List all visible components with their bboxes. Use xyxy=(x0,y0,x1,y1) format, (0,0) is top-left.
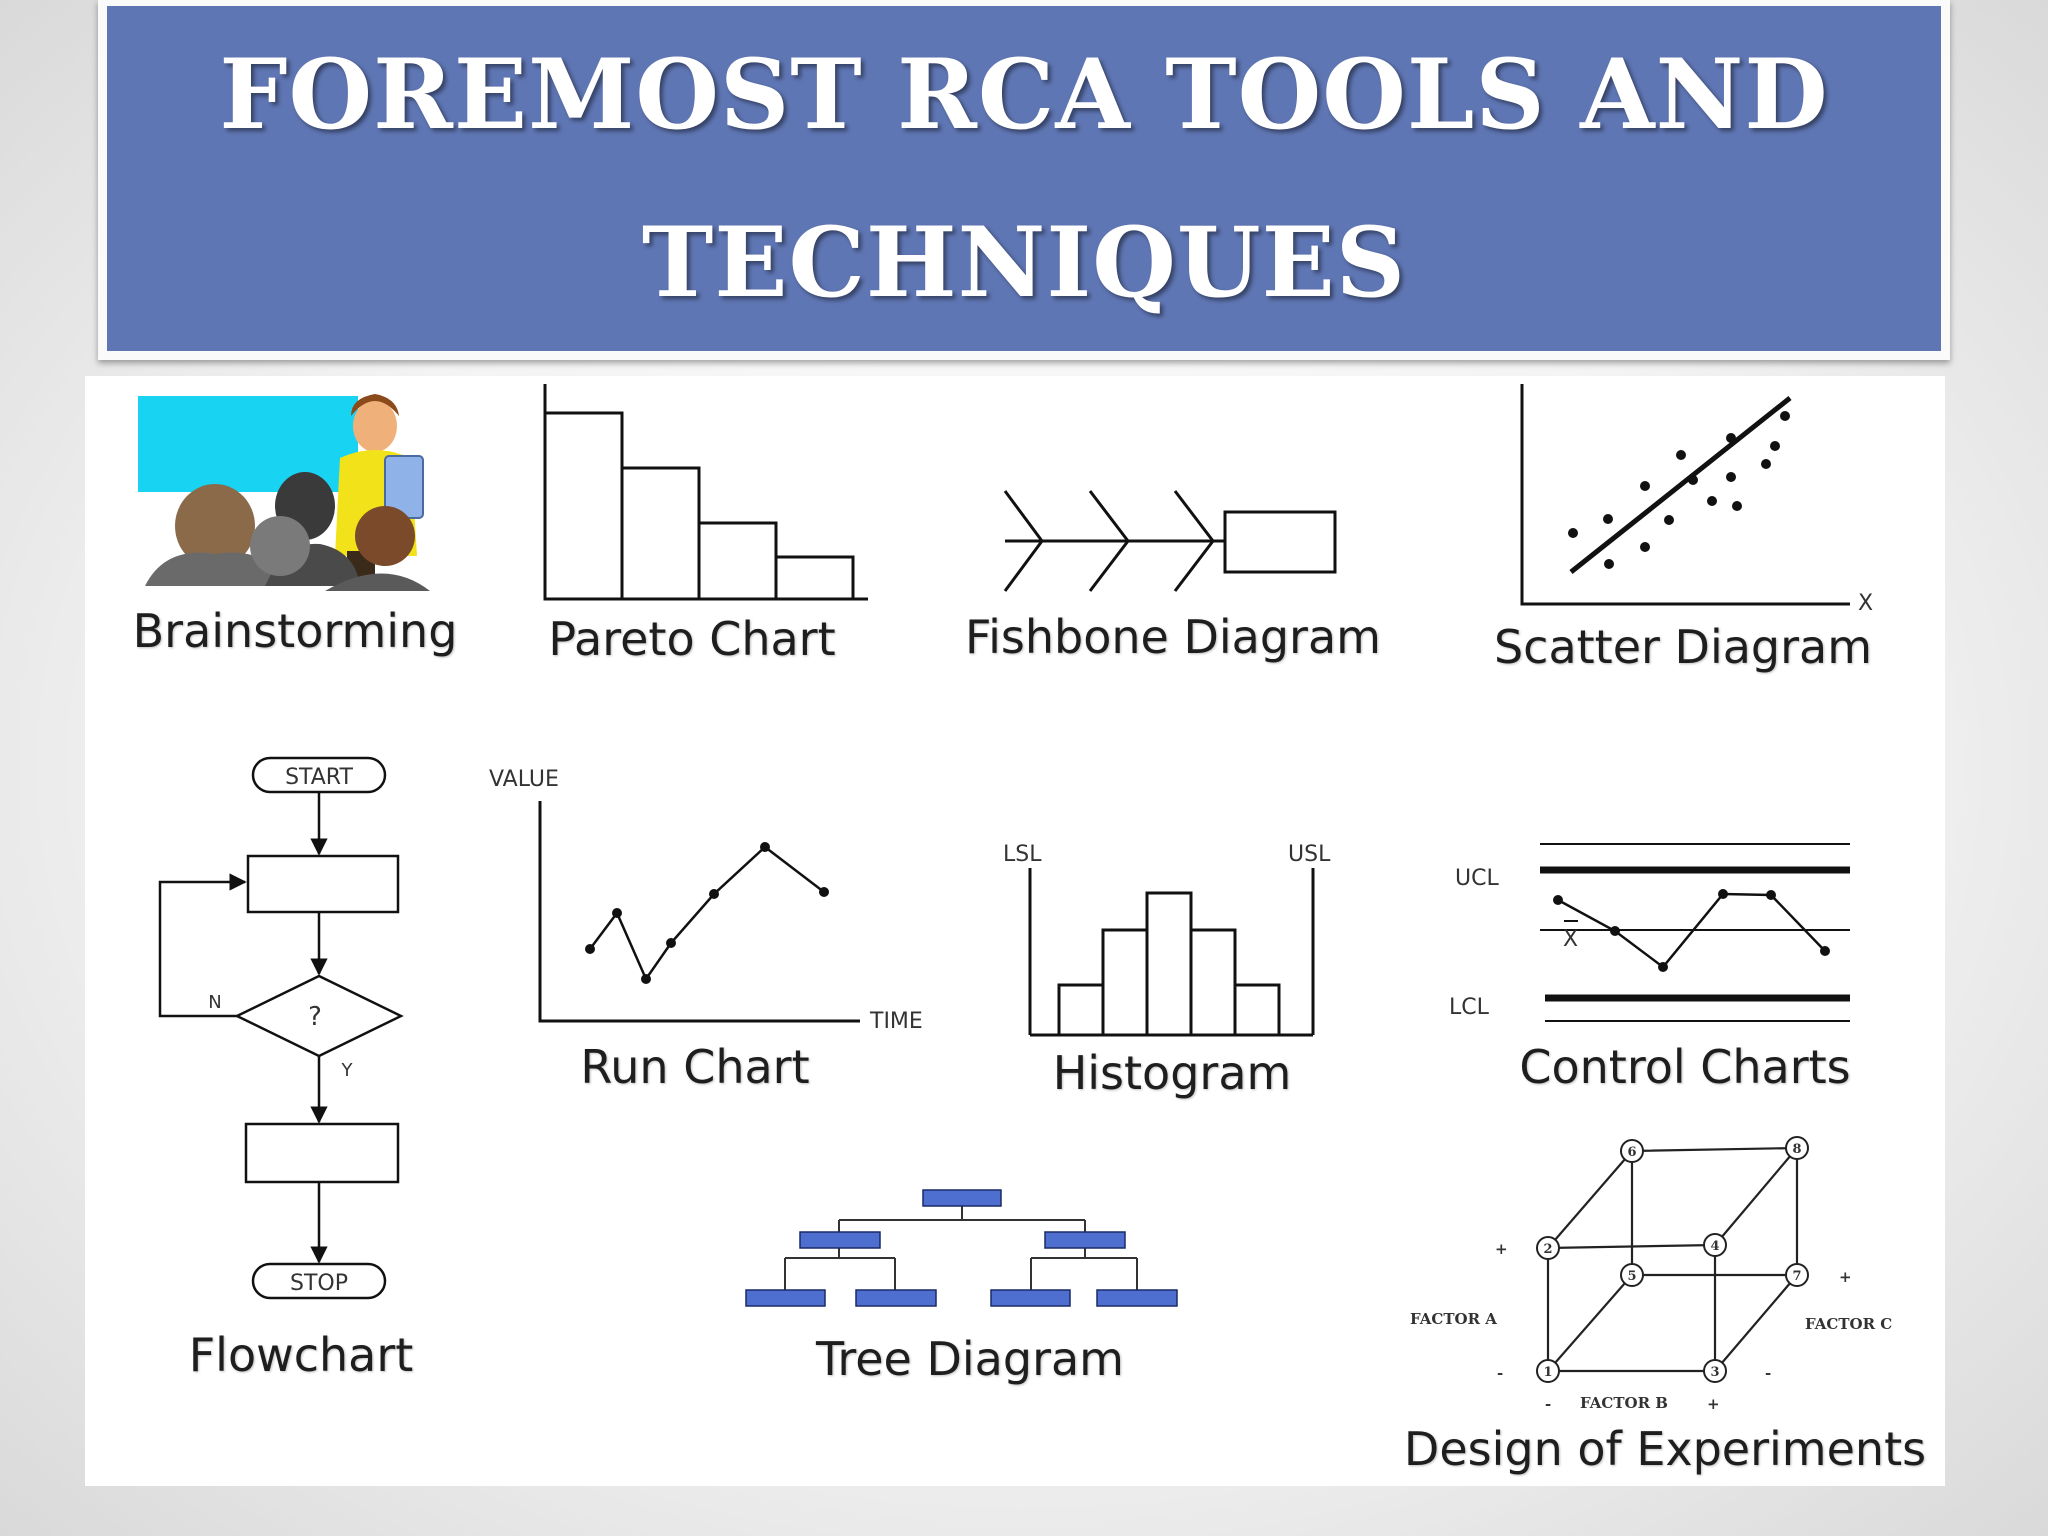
doe-factor-b-label: FACTOR B xyxy=(1580,1394,1668,1412)
tree-diagram-label: Tree Diagram xyxy=(816,1332,1124,1386)
fishbone-diagram-illustration xyxy=(1003,490,1337,592)
run-chart-label: Run Chart xyxy=(580,1040,810,1094)
doe-node-3: 3 xyxy=(1710,1365,1719,1380)
flowchart-yes-label: Y xyxy=(341,1060,354,1081)
tree-diagram-illustration xyxy=(745,1189,1178,1307)
doe-node-7: 7 xyxy=(1792,1269,1801,1284)
doe-c-minus: - xyxy=(1765,1364,1771,1382)
doe-node-4: 4 xyxy=(1710,1239,1719,1254)
title-line-2: TECHNIQUES xyxy=(641,205,1407,319)
brainstorming-label: Brainstorming xyxy=(132,604,458,658)
doe-cube-illustration xyxy=(1546,1146,1799,1373)
pareto-chart-label: Pareto Chart xyxy=(548,612,836,666)
flowchart-decision-label: ? xyxy=(308,1002,322,1032)
title-box: FOREMOST RCA TOOLS AND TECHNIQUES xyxy=(107,6,1941,351)
doe-b-plus: + xyxy=(1707,1395,1720,1413)
run-chart-y-label: VALUE xyxy=(489,767,559,792)
brainstorming-illustration xyxy=(138,394,430,591)
tools-panel: X START ? N Y STOP VALUE TIME xyxy=(85,376,1945,1486)
pareto-bar-2 xyxy=(620,466,701,601)
pareto-bar-3 xyxy=(697,521,778,601)
flowchart-stop-label: STOP xyxy=(290,1271,348,1296)
doe-node-5: 5 xyxy=(1627,1269,1636,1284)
flowchart-no-label: N xyxy=(208,992,221,1013)
pareto-bar-1 xyxy=(543,411,624,601)
doe-a-plus: + xyxy=(1495,1240,1508,1258)
flowchart-label: Flowchart xyxy=(188,1328,414,1382)
doe-node-2: 2 xyxy=(1543,1242,1552,1257)
title-banner: FOREMOST RCA TOOLS AND TECHNIQUES xyxy=(98,0,1950,360)
control-chart-center-label: X xyxy=(1563,927,1578,952)
doe-a-minus: - xyxy=(1497,1364,1503,1382)
doe-node-1: 1 xyxy=(1543,1365,1552,1380)
doe-b-minus: - xyxy=(1545,1395,1551,1413)
run-chart-illustration xyxy=(538,801,860,1023)
control-chart-illustration xyxy=(1540,843,1850,1022)
flowchart-start-label: START xyxy=(285,765,353,790)
tools-illustrations: X START ? N Y STOP VALUE TIME xyxy=(138,384,1892,1413)
pareto-bar-4 xyxy=(774,555,855,601)
histogram-illustration xyxy=(1028,868,1315,1037)
flowchart-illustration xyxy=(158,756,404,1300)
doe-label: Design of Experiments xyxy=(1403,1422,1927,1476)
pareto-chart-illustration xyxy=(543,384,868,601)
doe-node-6: 6 xyxy=(1627,1145,1636,1160)
control-chart-lcl-label: LCL xyxy=(1449,995,1490,1020)
scatter-x-label: X xyxy=(1858,591,1873,616)
doe-nodes xyxy=(1536,1136,1809,1383)
doe-node-8: 8 xyxy=(1792,1142,1801,1157)
histogram-usl-label: USL xyxy=(1288,842,1331,867)
doe-c-plus: + xyxy=(1839,1268,1852,1286)
fishbone-diagram-label: Fishbone Diagram xyxy=(965,610,1381,664)
control-charts-label: Control Charts xyxy=(1519,1040,1851,1094)
scatter-diagram-illustration: X xyxy=(1520,384,1873,616)
doe-factor-a-label: FACTOR A xyxy=(1410,1310,1497,1328)
title-line-1: FOREMOST RCA TOOLS AND xyxy=(219,37,1829,151)
control-chart-ucl-label: UCL xyxy=(1455,866,1499,891)
scatter-diagram-label: Scatter Diagram xyxy=(1493,620,1873,674)
doe-factor-c-label: FACTOR C xyxy=(1805,1315,1892,1333)
histogram-label: Histogram xyxy=(1052,1046,1292,1100)
histogram-lsl-label: LSL xyxy=(1003,842,1042,867)
run-chart-x-label: TIME xyxy=(869,1009,923,1034)
